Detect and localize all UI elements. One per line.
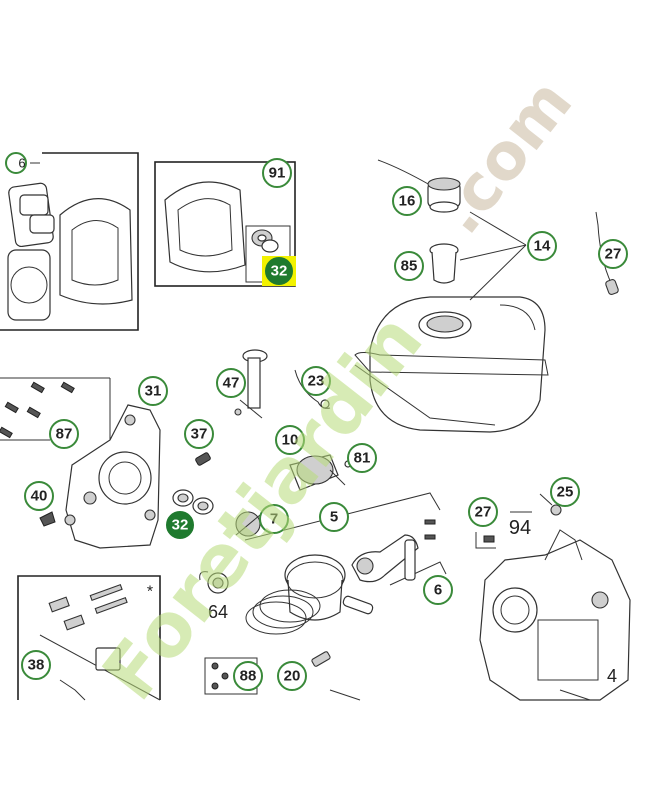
svg-text:6: 6 [434,582,442,599]
fuel-cap [377,159,461,213]
fuel-tank [354,296,549,433]
leader-lines-14 [459,211,527,301]
callout-38: 38 [21,650,51,680]
svg-text:31: 31 [145,383,162,400]
callout-91: 91 [262,158,292,188]
svg-text:27: 27 [605,246,622,263]
svg-text:5: 5 [330,509,338,526]
callout-16: 16 [392,186,422,216]
svg-text:88: 88 [240,668,257,685]
callout-81: 81 [347,443,377,473]
piston [284,554,346,621]
svg-text:14: 14 [534,238,551,255]
callout-37: 37 [184,419,214,449]
label-64: 64 [208,602,228,622]
svg-text:27: 27 [475,504,492,521]
dipstick [234,349,268,419]
callout-32-main: 32 [166,511,194,539]
callout-5: 5 [319,502,349,532]
camshaft [289,454,352,491]
valve-kit-frame [17,575,161,701]
callout-85: 85 [394,251,424,281]
callout-10: 10 [275,425,305,455]
part-25 [539,493,562,516]
callout-40: 40 [24,481,54,511]
hose-23 [294,369,331,409]
gasket-kit-frame-left [0,152,139,331]
bolts-87 [0,377,111,441]
callout-20: 20 [277,661,307,691]
label-94: 94 [509,517,531,539]
svg-text:87: 87 [56,426,73,443]
bracket-5 [244,492,441,541]
svg-text:23: 23 [308,373,325,390]
svg-text:37: 37 [191,426,208,443]
callout-6: 6 [423,575,453,605]
svg-text:47: 47 [223,375,240,392]
callout-87: 87 [49,419,79,449]
part-27-bracket [475,532,496,549]
label-4: 4 [607,666,617,686]
part-20 [311,651,331,667]
svg-text:16: 16 [399,193,416,210]
callout-27-top: 27 [598,239,628,269]
svg-text:81: 81 [354,450,371,467]
callout-31: 31 [138,376,168,406]
svg-text:20: 20 [284,668,301,685]
callout-7: 7 [259,504,289,534]
part-40 [39,511,56,527]
svg-text:91: 91 [269,165,286,182]
callout-27-bottom: 27 [468,497,498,527]
connecting-rod [351,519,447,586]
oil-seals-32 [172,489,214,515]
part-64-gear [199,571,229,594]
bottom-cut-parts [329,689,591,701]
engine-block [479,529,631,701]
callout-88: 88 [233,661,263,691]
svg-text:40: 40 [31,488,48,505]
svg-text:85: 85 [401,258,418,275]
svg-text:32: 32 [172,517,189,534]
watermark-tan: .com [422,66,587,248]
svg-text:25: 25 [557,484,574,501]
svg-text:32: 32 [271,263,288,280]
crankshaft [235,511,261,537]
callout-32-kit: 32 [265,257,293,285]
cut-label-area: 6 [0,150,42,174]
part-37 [195,452,211,466]
piston-rings [245,589,321,635]
piston-pin [342,595,374,615]
kit-91-frame [154,161,296,287]
cut-label-text: 6 [18,156,25,171]
label-asterisk: * [147,584,153,601]
callout-14: 14 [527,231,557,261]
svg-text:7: 7 [270,511,278,528]
callout-25: 25 [550,477,580,507]
callout-47: 47 [216,368,246,398]
crankcase-cover [64,404,161,549]
svg-text:38: 38 [28,657,45,674]
svg-text:10: 10 [282,432,299,449]
fuel-strainer [429,243,459,284]
callout-23: 23 [301,366,331,396]
